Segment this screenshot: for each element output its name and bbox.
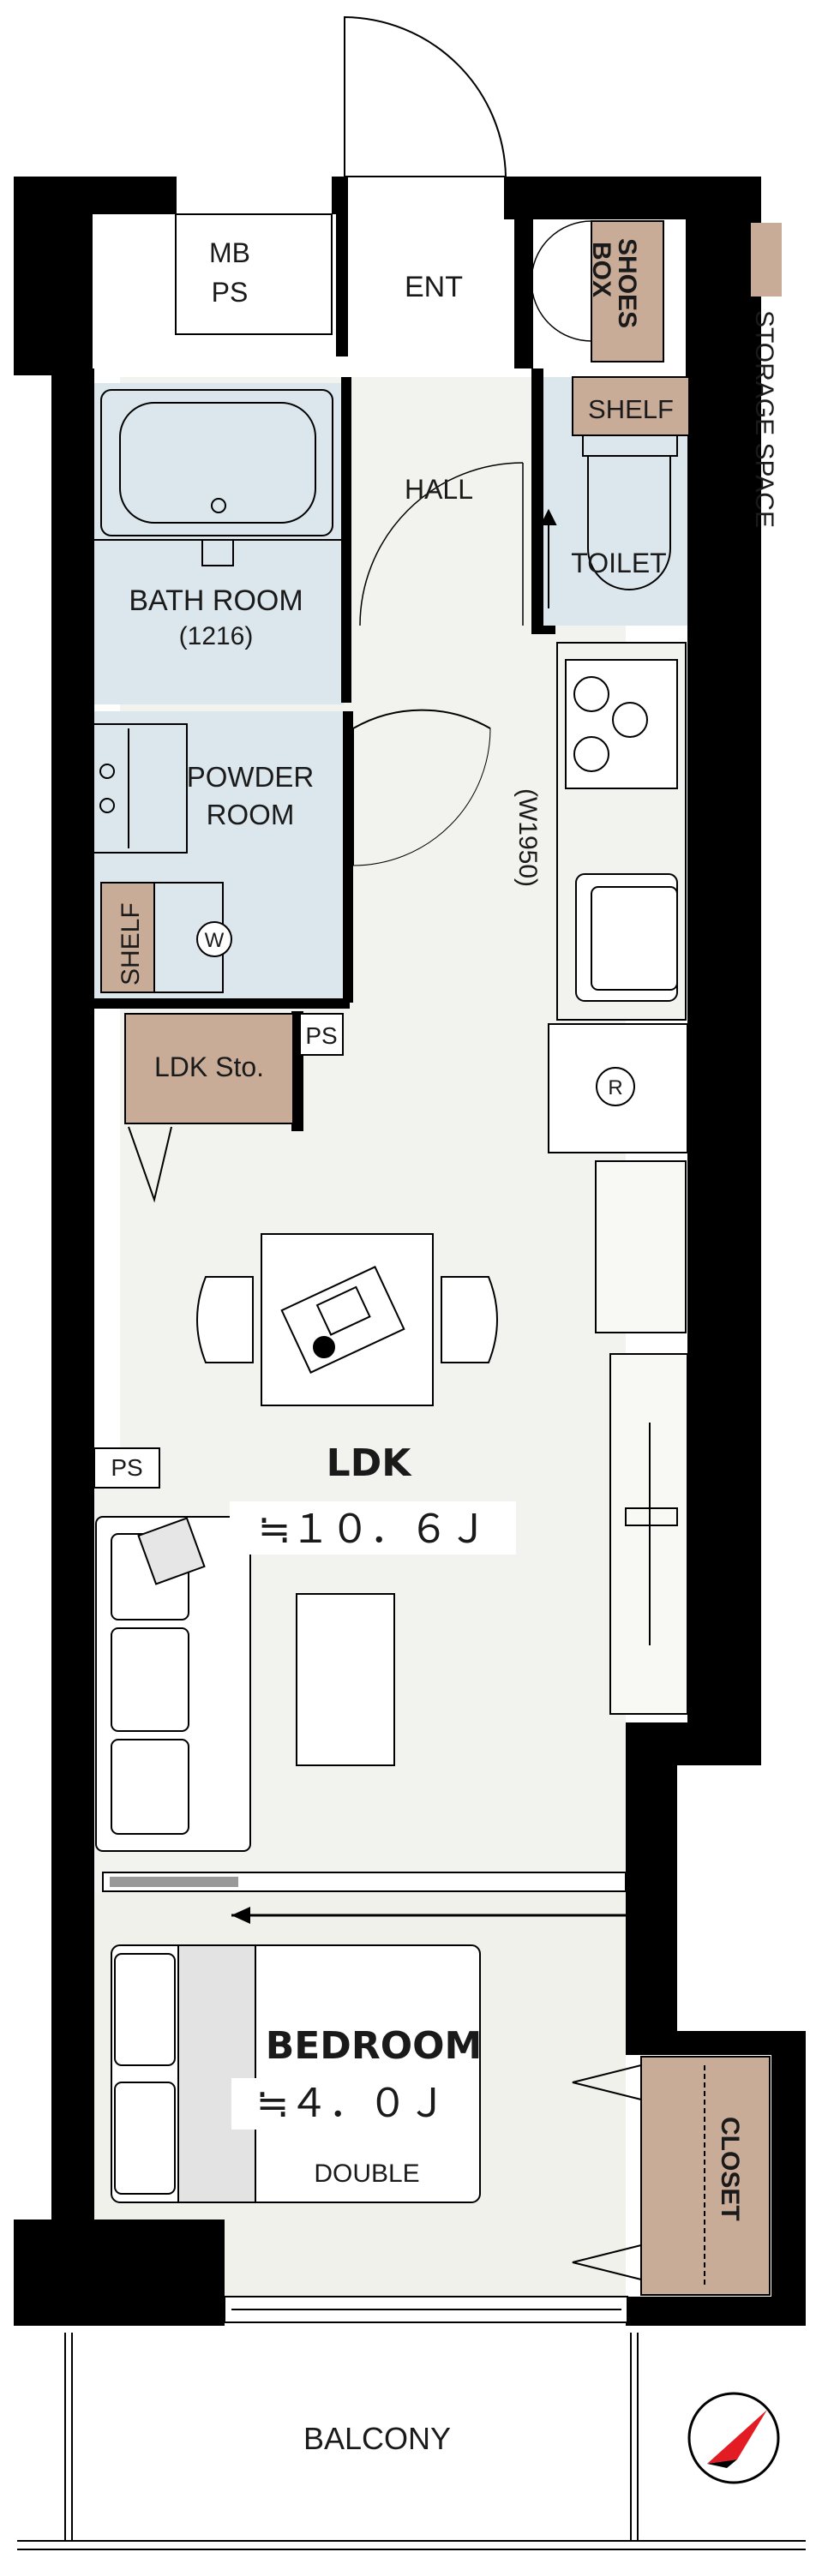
label-ps-upper: PS bbox=[305, 1022, 337, 1049]
label-room: ROOM bbox=[207, 799, 295, 830]
powder-room-door[interactable] bbox=[352, 709, 491, 866]
ps-upper-box bbox=[299, 1013, 344, 1056]
label-bed-type: DOUBLE bbox=[314, 2160, 419, 2188]
label-bedroom: BEDROOM bbox=[266, 2024, 483, 2068]
ldk-area-bg bbox=[230, 1501, 516, 1555]
washer-circle bbox=[196, 921, 232, 957]
label-bedroom-area: ≒４．０Ｊ bbox=[256, 2080, 447, 2126]
shelf-top bbox=[572, 376, 690, 436]
fridge-circle bbox=[596, 1067, 635, 1106]
shoes-box-doors[interactable] bbox=[531, 220, 592, 342]
shoes-box bbox=[591, 220, 664, 362]
entrance-door[interactable] bbox=[344, 15, 507, 177]
double-bed bbox=[111, 1944, 481, 2203]
label-fridge: R bbox=[608, 1076, 622, 1099]
ldk-storage-door[interactable] bbox=[128, 1126, 172, 1203]
washer bbox=[153, 882, 232, 993]
label-mb: MB bbox=[209, 237, 250, 268]
sofa bbox=[95, 1516, 395, 1852]
toilet-bowl bbox=[540, 434, 678, 608]
legend-label: STORAGE SPACE bbox=[750, 310, 778, 528]
label-box: BOX bbox=[587, 242, 615, 297]
label-ent: ENT bbox=[405, 271, 463, 303]
label-powder: POWDER bbox=[187, 761, 315, 793]
label-toilet: TOILET bbox=[571, 548, 666, 578]
label-shelf-top: SHELF bbox=[588, 394, 674, 424]
label-ps-lower: PS bbox=[111, 1454, 142, 1481]
label-ps-mb: PS bbox=[212, 277, 249, 308]
sliding-partition[interactable] bbox=[102, 1872, 627, 1924]
label-hall: HALL bbox=[405, 474, 473, 505]
compass-icon bbox=[687, 2392, 780, 2484]
hall-floor bbox=[351, 377, 531, 626]
entrance-floor bbox=[336, 221, 627, 358]
mb-ps-box bbox=[175, 213, 333, 335]
label-washer: W bbox=[205, 929, 225, 952]
kitchen bbox=[548, 642, 688, 1715]
bathtub bbox=[93, 389, 341, 566]
legend-swatch bbox=[751, 223, 782, 297]
closet-doors[interactable] bbox=[572, 2064, 705, 2288]
label-kitchen-width: (W1950) bbox=[513, 788, 542, 887]
label-balcony: BALCONY bbox=[303, 2421, 451, 2456]
balcony-window bbox=[224, 2296, 628, 2323]
labels: MB PS ENT SHOES BOX SHELF HALL TOILET BA… bbox=[111, 237, 744, 2456]
dining-set bbox=[196, 1233, 498, 1406]
bath-door[interactable] bbox=[359, 462, 524, 626]
label-bath-size: (1216) bbox=[179, 622, 254, 650]
label-ldk-area: ≒１０．６Ｊ bbox=[258, 1506, 489, 1552]
label-closet: CLOSET bbox=[716, 2117, 744, 2221]
label-shelf-side: SHELF bbox=[117, 902, 145, 985]
vanity bbox=[92, 723, 188, 854]
walls bbox=[14, 177, 806, 2326]
closet-storage bbox=[640, 2056, 771, 2296]
bedroom-area-bg bbox=[231, 2078, 471, 2130]
label-ldk: LDK bbox=[327, 1441, 413, 1485]
ps-lower-box bbox=[93, 1447, 160, 1489]
ldk-storage bbox=[124, 1013, 294, 1124]
balcony bbox=[17, 2333, 806, 2550]
label-ldk-sto: LDK Sto. bbox=[154, 1051, 264, 1082]
label-shoes: SHOES bbox=[613, 238, 641, 328]
label-bath-room: BATH ROOM bbox=[129, 584, 303, 617]
